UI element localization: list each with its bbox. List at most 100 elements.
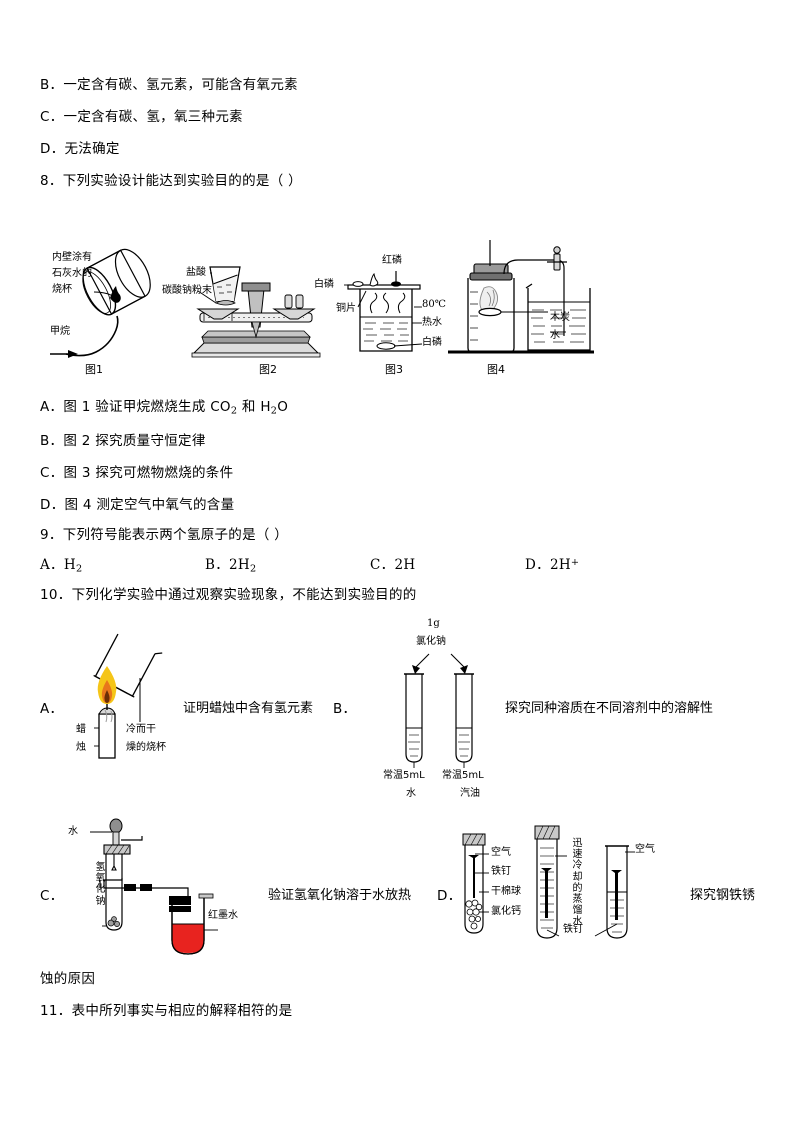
q8-option-d-text: 图 4 测定空气中氧气的含量: [64, 497, 235, 513]
fig3-label-white-phosphorus-top: 白磷: [314, 279, 334, 290]
figure-3-caption: 图3: [385, 363, 403, 376]
figure-2-balance: 盐酸 碳酸钠粉末: [162, 255, 326, 360]
fig2-drawing: [191, 266, 321, 358]
q8-option-a: A．图 1 验证甲烷燃烧生成 CO2 和 H2O: [40, 400, 288, 417]
fig1-label-line2: 石灰水的: [52, 268, 92, 279]
q10a-label-beaker-line1: 冷而干: [126, 724, 156, 735]
figure-4-caption: 图4: [487, 363, 505, 376]
q9-option-d-base: 2H: [549, 557, 571, 574]
fig3-label-temperature: 80℃: [422, 299, 446, 310]
q8-option-d: D．图 4 测定空气中氧气的含量: [40, 498, 234, 513]
q10d-label-boiled-water: 迅速冷却的蒸馏水: [572, 838, 583, 928]
q10c-label-red-ink: 红墨水: [208, 910, 238, 921]
figure-1-methane: 内壁涂有 石灰水的 烧杯 甲烷: [48, 248, 188, 370]
q10d-label-air-1: 空气: [491, 847, 511, 858]
figure-3-phosphorus: 红磷 白磷 铜片 80℃ 热水 白磷: [314, 255, 456, 360]
q10c-label-water: 水: [68, 826, 78, 837]
q10-figure-a-candle: 蜡 烛 冷而干 燥的烧杯: [76, 633, 198, 763]
q8-option-a-sub1: 2: [230, 405, 238, 417]
fig1-drawing: [50, 248, 151, 358]
q10-figure-d-rusting: 空气 铁钉 干棉球 氯化钙 迅速冷却的蒸馏水 铁钉 空气: [455, 820, 685, 960]
figure-4-oxygen-content: 木炭 水: [446, 240, 596, 360]
q8-option-c-text: 图 3 探究可燃物燃烧的条件: [63, 465, 234, 481]
question-9-stem: 9．下列符号能表示两个氢原子的是（ ）: [40, 527, 289, 543]
fig4-label-charcoal: 木炭: [550, 312, 570, 323]
q8-option-c-prefix: C．: [40, 465, 64, 481]
figure-1-caption: 图1: [85, 363, 103, 376]
fig3-label-hot-water: 热水: [422, 317, 442, 328]
q8-option-a-text-post: O: [277, 399, 289, 415]
fig1-label-line3: 烧杯: [52, 284, 72, 295]
q8-option-a-prefix: A．: [40, 399, 64, 415]
q9-option-d: D．2H+: [525, 557, 580, 574]
q10a-drawing: [93, 633, 163, 759]
q10-option-a-prefix: A．: [40, 701, 64, 717]
q10b-label-tube1-line2: 水: [406, 788, 416, 799]
q8-option-a-text-mid: 和 H: [237, 399, 271, 415]
q10-option-c-purpose: 验证氢氧化钠溶于水放热: [268, 888, 412, 903]
q10c-label-naoh: 氢氧化钠: [95, 862, 106, 907]
q9-option-a-prefix: A．: [40, 557, 64, 573]
q8-option-a-text-pre: 图 1 验证甲烷燃烧生成 CO: [63, 399, 231, 415]
fig1-label-methane: 甲烷: [50, 326, 70, 337]
q9-option-d-prefix: D．: [525, 557, 550, 574]
q9-option-c: C．2H: [370, 558, 415, 573]
question-11-stem: 11．表中所列事实与相应的解释相符的是: [40, 1003, 293, 1019]
q10a-label-candle-line2: 烛: [76, 742, 86, 753]
q10d-label-calcium-chloride: 氯化钙: [491, 906, 521, 917]
q10a-label-candle-line1: 蜡: [76, 724, 86, 735]
q9-option-b-base: 2H: [229, 557, 250, 573]
q10-option-c-prefix: C．: [40, 888, 64, 904]
q9-option-b: B．2H2: [205, 558, 256, 575]
question-10-stem: 10．下列化学实验中通过观察实验现象，不能达到实验目的的: [40, 587, 417, 603]
q8-option-b: B．图 2 探究质量守恒定律: [40, 434, 206, 449]
q10d-label-dry-cotton: 干棉球: [491, 886, 521, 897]
q9-option-c-base: 2H: [394, 557, 416, 573]
q9-option-b-prefix: B．: [205, 557, 230, 573]
q8-option-b-text: 图 2 探究质量守恒定律: [63, 433, 206, 449]
q10d-label-nail-1: 铁钉: [491, 866, 511, 877]
q7-option-d: D．无法确定: [40, 141, 120, 157]
q10-option-a-purpose: 证明蜡烛中含有氢元素: [183, 701, 314, 716]
q9-option-d-sup: +: [570, 557, 580, 568]
fig1-label-line1: 内壁涂有: [52, 252, 92, 263]
q10b-label-tube1-line1: 常温5mL: [383, 770, 425, 781]
fig4-label-water: 水: [550, 330, 560, 341]
figure-2-caption: 图2: [259, 363, 277, 376]
fig3-label-red-phosphorus: 红磷: [382, 255, 402, 266]
fig3-label-copper-sheet: 铜片: [336, 303, 356, 314]
q10b-label-tube2-line1: 常温5mL: [442, 770, 484, 781]
fig4-drawing: [448, 240, 594, 354]
q8-option-a-sub2: 2: [270, 405, 278, 417]
question-8-stem: 8．下列实验设计能达到实验目的的是（ ）: [40, 173, 302, 189]
q8-option-d-prefix: D．: [40, 497, 65, 513]
q10b-label-tube2-line2: 汽油: [460, 788, 480, 799]
q8-option-c: C．图 3 探究可燃物燃烧的条件: [40, 466, 233, 481]
q10-option-d-purpose: 探究钢铁锈: [690, 888, 756, 903]
fig3-label-white-phosphorus-bottom: 白磷: [422, 337, 442, 348]
fig3-drawing: [344, 271, 423, 352]
q10-option-b-purpose: 探究同种溶质在不同溶剂中的溶解性: [505, 701, 714, 716]
q9-option-a-sub: 2: [75, 563, 83, 575]
q9-option-b-sub: 2: [250, 563, 257, 575]
q10-option-d-prefix: D．: [437, 888, 462, 904]
q10c-drawing: [90, 818, 218, 955]
q7-option-b: B．一定含有碳、氢元素，可能含有氧元素: [40, 77, 298, 93]
q10-figure-c-naoh: 水 氢氧化钠 红墨水: [68, 818, 248, 958]
fig2-label-powder: 碳酸钠粉末: [162, 285, 212, 296]
q9-option-a-base: H: [63, 557, 76, 573]
q10d-drawing: [462, 825, 635, 939]
q10d-label-nail-2: 铁钉: [563, 924, 583, 935]
q10-figure-b-solubility: 1g 氯化钠 常温5mL 水 常温5mL 汽油: [383, 618, 515, 813]
q10a-label-beaker-line2: 燥的烧杯: [126, 742, 166, 753]
fig2-label-acid: 盐酸: [186, 267, 206, 278]
q9-option-a: A．H2: [40, 558, 82, 575]
q10b-label-mass: 1g: [427, 618, 440, 629]
q10b-label-solute: 氯化钠: [416, 636, 446, 647]
q9-option-c-prefix: C．: [370, 557, 395, 573]
q10b-drawing: [404, 653, 474, 768]
q8-option-b-prefix: B．: [40, 433, 64, 449]
q10d-label-air-2: 空气: [635, 844, 655, 855]
q7-option-c: C．一定含有碳、氢，氧三种元素: [40, 109, 243, 125]
